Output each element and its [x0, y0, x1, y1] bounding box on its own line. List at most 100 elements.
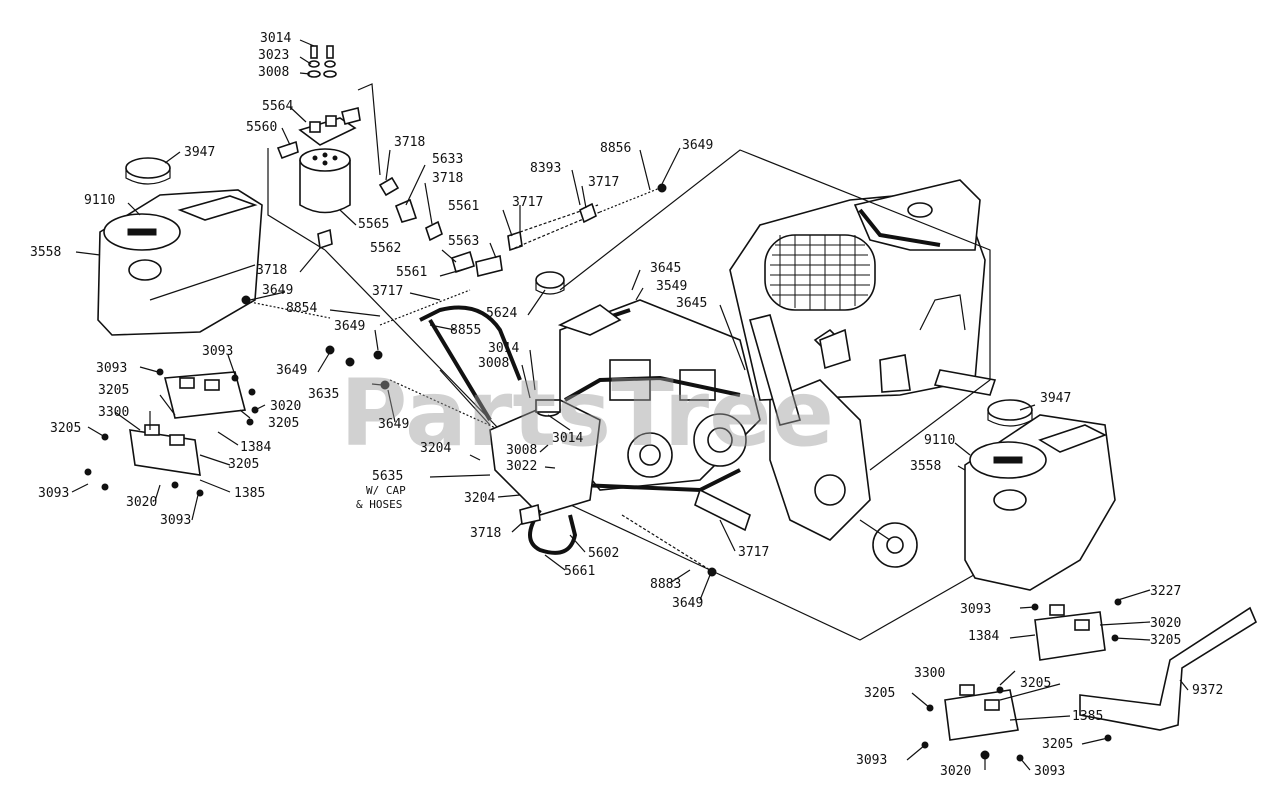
callout-3947: 3947 — [184, 145, 215, 160]
callout-5624: 5624 — [486, 306, 517, 321]
callout-3558: 3558 — [910, 459, 941, 474]
left-upper-bracket — [163, 371, 247, 419]
callout-3649: 3649 — [672, 596, 703, 611]
callout-3205: 3205 — [1020, 676, 1051, 691]
left-fasteners — [84, 368, 259, 497]
callout-8393: 8393 — [530, 161, 561, 176]
fastener-stack — [307, 45, 337, 78]
callout-5602: 5602 — [588, 546, 619, 561]
callout-5635-note: & HOSES — [356, 498, 402, 511]
callout-3205: 3205 — [1150, 633, 1181, 648]
callout-3300: 3300 — [98, 405, 129, 420]
fuel-valve — [276, 107, 361, 160]
left-fuel-cap — [125, 157, 171, 185]
callout-3645: 3645 — [650, 261, 681, 276]
callout-3093: 3093 — [38, 486, 69, 501]
callout-5561: 5561 — [448, 199, 479, 214]
watermark: PartsTree — [340, 360, 834, 467]
callout-5561: 5561 — [396, 265, 427, 280]
callout-8855: 8855 — [450, 323, 481, 338]
callout-8883: 8883 — [650, 577, 681, 592]
callout-3093: 3093 — [960, 602, 991, 617]
callout-3649: 3649 — [276, 363, 307, 378]
callout-3093: 3093 — [856, 753, 887, 768]
callout-9110: 9110 — [84, 193, 115, 208]
callout-5560: 5560 — [246, 120, 277, 135]
fuel-lines — [241, 176, 667, 431]
callout-3205: 3205 — [268, 416, 299, 431]
callout-3014: 3014 — [488, 341, 519, 356]
callout-3023: 3023 — [258, 48, 289, 63]
callout-3014: 3014 — [260, 31, 291, 46]
right-fuel-tank — [964, 414, 1116, 591]
callout-9372: 9372 — [1192, 683, 1223, 698]
callout-3718: 3718 — [470, 526, 501, 541]
callout-8854: 8854 — [286, 301, 317, 316]
callout-3558: 3558 — [30, 245, 61, 260]
reservoir-cap-5624 — [535, 271, 565, 295]
callout-3014: 3014 — [552, 431, 583, 446]
callout-5562: 5562 — [370, 241, 401, 256]
callout-5565: 5565 — [358, 217, 389, 232]
callout-5661: 5661 — [564, 564, 595, 579]
callout-5635: 5635 — [372, 469, 403, 484]
callout-3093: 3093 — [202, 344, 233, 359]
callout-3718: 3718 — [432, 171, 463, 186]
callout-3947: 3947 — [1040, 391, 1071, 406]
callout-1385: 1385 — [1072, 709, 1103, 724]
hydro-pumps — [557, 299, 761, 493]
callout-3020: 3020 — [126, 495, 157, 510]
fuel-filter — [299, 148, 351, 214]
callout-3020: 3020 — [270, 399, 301, 414]
callout-3717: 3717 — [372, 284, 403, 299]
callout-5633: 5633 — [432, 152, 463, 167]
callout-1385: 1385 — [234, 486, 265, 501]
callout-3020: 3020 — [1150, 616, 1181, 631]
callout-5563: 5563 — [448, 234, 479, 249]
callout-3093: 3093 — [96, 361, 127, 376]
callout-3020: 3020 — [940, 764, 971, 779]
transaxle — [749, 314, 918, 568]
leader-lines — [71, 39, 1189, 771]
callout-1384: 1384 — [240, 440, 271, 455]
callout-3093: 3093 — [160, 513, 191, 528]
callout-3205: 3205 — [864, 686, 895, 701]
callout-3549: 3549 — [656, 279, 687, 294]
handle-bar-9372 — [1079, 606, 1258, 731]
callout-3717: 3717 — [512, 195, 543, 210]
callout-3008: 3008 — [258, 65, 289, 80]
engine — [729, 179, 997, 401]
callout-5564: 5564 — [262, 99, 293, 114]
callout-3645: 3645 — [676, 296, 707, 311]
callout-5635-note: W/ CAP — [366, 484, 406, 497]
callout-3649: 3649 — [262, 283, 293, 298]
callout-3022: 3022 — [506, 459, 537, 474]
callout-3718: 3718 — [394, 135, 425, 150]
callout-3649: 3649 — [334, 319, 365, 334]
callout-3227: 3227 — [1150, 584, 1181, 599]
callout-3205: 3205 — [1042, 737, 1073, 752]
callout-3204: 3204 — [420, 441, 451, 456]
callout-3717: 3717 — [738, 545, 769, 560]
callout-3205: 3205 — [50, 421, 81, 436]
callout-3300: 3300 — [914, 666, 945, 681]
callout-3008: 3008 — [506, 443, 537, 458]
callout-3717: 3717 — [588, 175, 619, 190]
hydraulic-reservoir — [489, 399, 601, 555]
callout-3205: 3205 — [228, 457, 259, 472]
callout-9110: 9110 — [924, 433, 955, 448]
callout-3635: 3635 — [308, 387, 339, 402]
callout-3093: 3093 — [1034, 764, 1065, 779]
callout-3008: 3008 — [478, 356, 509, 371]
callout-3649: 3649 — [682, 138, 713, 153]
callout-8856: 8856 — [600, 141, 631, 156]
callout-labels: 3014 3023 3008 5564 5560 3947 9110 3558 … — [30, 31, 1223, 779]
left-fuel-tank — [97, 189, 263, 336]
right-upper-bracket — [1034, 604, 1106, 661]
left-lower-bracket — [129, 424, 201, 476]
right-lower-bracket — [944, 684, 1019, 741]
callout-3718: 3718 — [256, 263, 287, 278]
callout-3205: 3205 — [98, 383, 129, 398]
